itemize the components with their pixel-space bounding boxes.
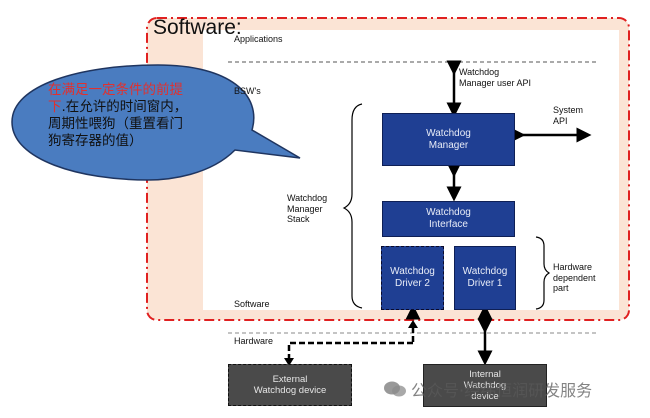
manager-stack-label: Watchdog Manager Stack [287,193,328,224]
external-link-arrowhead-down [284,358,294,366]
watchdog-driver1-block: Watchdog Driver 1 [454,246,516,310]
external-device-link [287,324,415,360]
callout-highlight: 在满足一定条件的前提下 [48,82,183,115]
watchdog-manager-block: Watchdog Manager [382,113,515,166]
wechat-icon [383,380,407,398]
applications-label: Applications [234,34,283,44]
callout-rest: .在允许的时间窗内，周期性喂狗（重置看门狗寄存器的值） [48,99,188,149]
bsw-label: BSW's [234,86,261,96]
software-region-border [146,17,630,321]
software-label: Software [234,299,270,309]
user-api-label: Watchdog Manager user API [459,67,532,88]
hardware-dependent-label: Hardware dependent part [553,262,596,293]
watermark: 公众号·经纬恒润研发服务 [383,377,592,401]
manager-stack-brace [342,103,363,309]
software-title: Software: [153,16,242,39]
hardware-label: Hardware [234,336,274,346]
watermark-text: 公众号·经纬恒润研发服务 [411,381,593,400]
external-watchdog-device: External Watchdog device [228,364,352,406]
external-link-arrowhead-up [408,320,418,328]
callout-bubble [11,64,301,181]
system-api-label: System API [553,105,584,126]
watchdog-driver2-block: Watchdog Driver 2 [381,246,444,310]
internal-watchdog-device: Internal Watchdog device [423,364,547,407]
watchdog-interface-block: Watchdog Interface [382,201,515,237]
hardware-dependent-brace [535,236,551,310]
callout-text: 在满足一定条件的前提下.在允许的时间窗内，周期性喂狗（重置看门狗寄存器的值） [48,82,188,150]
